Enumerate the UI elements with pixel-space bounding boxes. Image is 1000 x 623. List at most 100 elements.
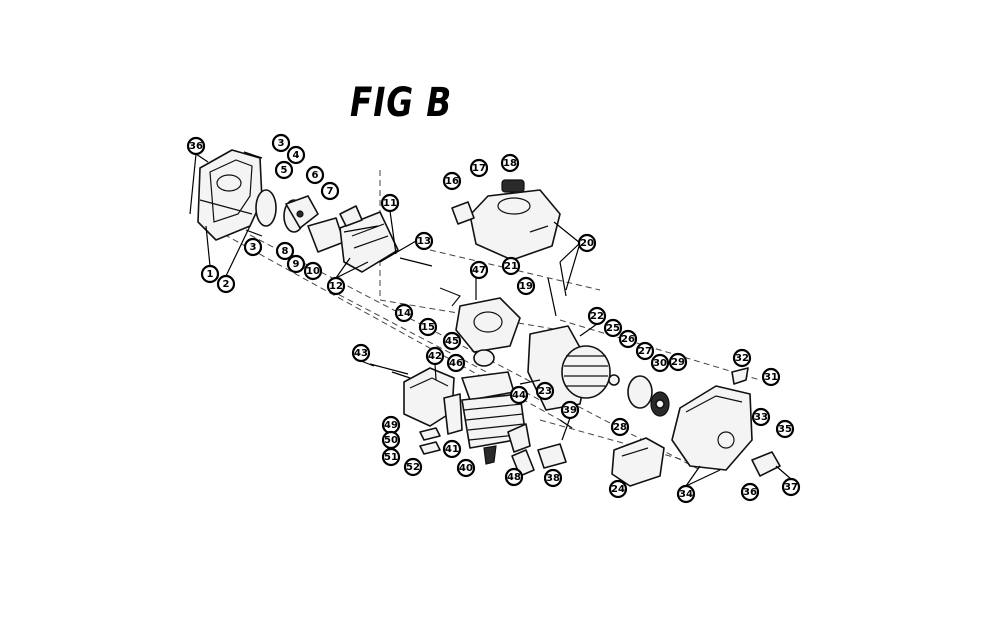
- callout-number: 49: [384, 420, 398, 431]
- callout-circle: [535, 381, 555, 401]
- callout-number: 30: [653, 358, 667, 369]
- callout-number: 46: [449, 358, 463, 369]
- callout-number: 4: [293, 150, 300, 161]
- part-callout-51: 51: [381, 447, 401, 467]
- part-callout-35: 35: [775, 419, 795, 439]
- part-callout-1: 1: [200, 264, 220, 284]
- part-callout-41: 41: [442, 439, 462, 459]
- left-housing-part: [197, 149, 263, 241]
- callout-circle: [243, 237, 263, 257]
- callout-circle: [271, 133, 291, 153]
- callout-number: 36: [743, 487, 757, 498]
- callout-number: 17: [472, 163, 486, 174]
- callout-circle: [380, 193, 400, 213]
- part-callout-32: 32: [732, 348, 752, 368]
- part-callout-48: 48: [504, 467, 524, 487]
- part-callout-40: 40: [456, 458, 476, 478]
- callout-number: 3: [278, 138, 285, 149]
- callout-number: 10: [306, 266, 320, 277]
- callout-circle: [650, 353, 670, 373]
- part-callout-7: 7: [320, 181, 340, 201]
- callout-circle: [501, 256, 521, 276]
- callout-number: 6: [312, 170, 319, 181]
- callout-circle: [781, 477, 801, 497]
- part-callout-52: 52: [403, 457, 423, 477]
- callout-circle: [469, 260, 489, 280]
- callout-circle: [403, 457, 423, 477]
- callout-number: 41: [445, 444, 459, 455]
- callout-circle: [635, 341, 655, 361]
- callout-circle: [543, 468, 563, 488]
- callout-number: 3: [250, 242, 257, 253]
- fuel-tank-part: [451, 179, 561, 261]
- callout-circle: [456, 458, 476, 478]
- part-callout-15: 15: [418, 317, 438, 337]
- part-callout-49: 49: [381, 415, 401, 435]
- callout-number: 32: [735, 353, 749, 364]
- part-callout-30: 30: [650, 353, 670, 373]
- part-callout-3: 3: [243, 237, 263, 257]
- part-callout-39: 39: [560, 400, 580, 420]
- part-callout-18: 18: [500, 153, 520, 173]
- callout-circle: [425, 346, 445, 366]
- part-callout-38: 38: [543, 468, 563, 488]
- callout-number: 48: [507, 472, 521, 483]
- part-callout-46: 46: [446, 353, 466, 373]
- callout-circle: [560, 400, 580, 420]
- part-callout-36: 36: [740, 482, 760, 502]
- part-callout-8: 8: [275, 241, 295, 261]
- callout-number: 8: [282, 246, 289, 257]
- callout-number: 16: [445, 176, 459, 187]
- part-callout-13: 13: [414, 231, 434, 251]
- callout-circle: [446, 353, 466, 373]
- callout-circle: [418, 317, 438, 337]
- callout-number: 39: [563, 405, 577, 416]
- callout-number: 19: [519, 281, 533, 292]
- starter-housing-part: [611, 437, 665, 487]
- callout-number: 13: [417, 236, 431, 247]
- callout-circle: [587, 306, 607, 326]
- part-callout-5: 5: [274, 160, 294, 180]
- callout-circle: [303, 261, 323, 281]
- part-callout-2: 2: [216, 274, 236, 294]
- callout-number: 20: [580, 238, 594, 249]
- part-callout-34: 34: [676, 484, 696, 504]
- callout-number: 22: [590, 311, 604, 322]
- callout-circle: [216, 274, 236, 294]
- part-callout-36: 36: [186, 136, 206, 156]
- callout-circle: [577, 233, 597, 253]
- callout-number: 5: [281, 165, 288, 176]
- callout-circle: [320, 181, 340, 201]
- callout-number: 37: [784, 482, 798, 493]
- callout-circle: [442, 331, 462, 351]
- part-callout-29: 29: [668, 352, 688, 372]
- callout-number: 50: [384, 435, 398, 446]
- callout-number: 42: [428, 351, 442, 362]
- callout-number: 43: [354, 348, 368, 359]
- callout-circle: [610, 417, 630, 437]
- callout-circle: [274, 160, 294, 180]
- part-callout-28: 28: [610, 417, 630, 437]
- part-callout-20: 20: [577, 233, 597, 253]
- crankcase-part: [439, 287, 521, 353]
- callout-circle: [740, 482, 760, 502]
- fasteners: [243, 151, 573, 429]
- callout-circle: [275, 241, 295, 261]
- callout-circle: [608, 479, 628, 499]
- callout-circle: [509, 385, 529, 405]
- part-callout-37: 37: [781, 477, 801, 497]
- callout-circle: [603, 318, 623, 338]
- callout-circle: [326, 276, 346, 296]
- part-callout-9: 9: [286, 254, 306, 274]
- part-callout-45: 45: [442, 331, 462, 351]
- callout-number: 38: [546, 473, 560, 484]
- callout-number: 21: [504, 261, 518, 272]
- callout-circle: [351, 343, 371, 363]
- part-callout-12: 12: [326, 276, 346, 296]
- callout-circle: [469, 158, 489, 178]
- part-callout-22: 22: [587, 306, 607, 326]
- part-callout-43: 43: [351, 343, 371, 363]
- callout-number: 28: [613, 422, 627, 433]
